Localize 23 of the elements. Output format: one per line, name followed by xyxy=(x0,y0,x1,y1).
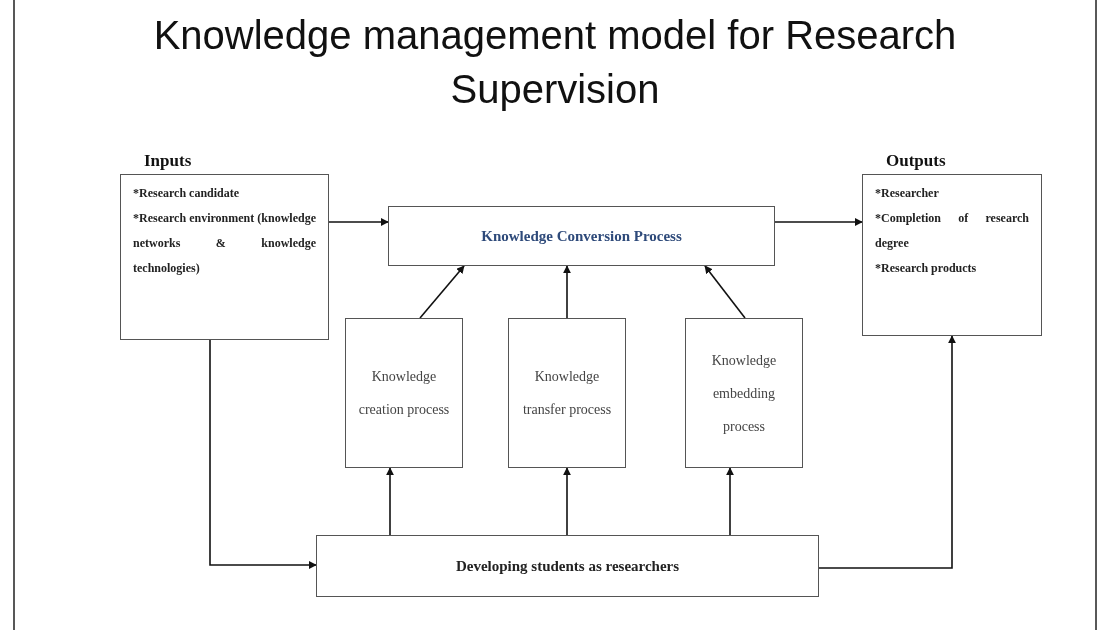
bullet-text: *Research products xyxy=(875,260,978,277)
heading: Inputs xyxy=(144,150,192,172)
arrow xyxy=(563,265,571,319)
arrow xyxy=(328,218,389,226)
arrow xyxy=(209,339,317,569)
process-box: Knowledge Conversion Process xyxy=(388,206,775,266)
bullet-text: *Research candidate xyxy=(133,185,241,202)
process-box: Developing students as researchers xyxy=(316,535,819,597)
arrow xyxy=(774,218,863,226)
arrow xyxy=(726,467,734,536)
arrow xyxy=(818,335,956,569)
heading: Outputs xyxy=(886,150,946,172)
slide-title: Knowledge management model for Research Supervision xyxy=(152,12,958,113)
arrow xyxy=(563,467,571,536)
arrow xyxy=(704,265,746,319)
bullet-text: *Researcher xyxy=(875,185,940,202)
bullet-text: *Completion of research degree xyxy=(875,210,1029,252)
arrow xyxy=(419,265,465,319)
bullet-text: *Research environment (knowledge networks & knowledge technologies) xyxy=(133,210,316,277)
arrow xyxy=(386,467,394,536)
process-box: Knowledge transfer process xyxy=(508,318,626,468)
process-box: Knowledge embedding process xyxy=(685,318,803,468)
process-box: Knowledge creation process xyxy=(345,318,463,468)
